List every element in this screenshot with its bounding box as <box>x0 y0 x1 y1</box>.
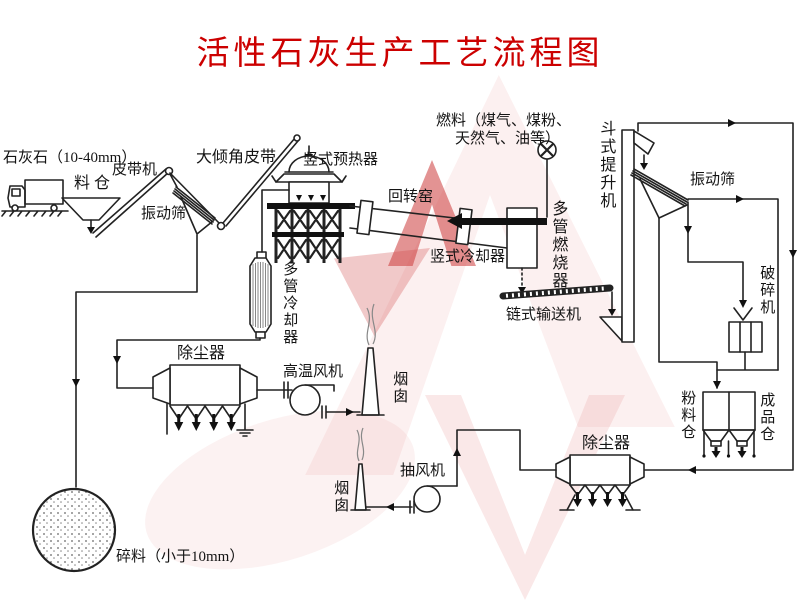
label-rotary-kiln: 回转窑 <box>388 189 434 205</box>
label-vertical-cooler: 竖式冷却器 <box>430 249 506 265</box>
fuel-valve-icon <box>540 143 554 157</box>
feed-hopper <box>61 197 121 234</box>
label-dust-collector-1: 除尘器 <box>177 345 226 362</box>
label-chimney-1: 烟囱 <box>391 371 408 405</box>
smoke-icon <box>366 303 376 346</box>
label-crusher: 破碎机 <box>758 265 775 316</box>
label-vibrating-screen-2: 振动筛 <box>690 172 736 188</box>
label-product-silo: 成品仓 <box>758 392 775 443</box>
label-powder-silo: 粉料仓 <box>679 390 696 441</box>
label-dust-collector-2: 除尘器 <box>582 435 631 452</box>
page-title: 活性石灰生产工艺流程图 <box>196 36 604 72</box>
chain-conveyor <box>499 284 616 316</box>
label-chain-conveyor: 链式输送机 <box>506 307 582 323</box>
flow-lines <box>72 119 797 488</box>
multi-tube-cooler <box>249 251 272 339</box>
label-incline-belt: 大倾角皮带 <box>196 149 277 166</box>
exhaust-fan <box>362 485 458 514</box>
crushed-material-ball <box>31 487 117 573</box>
label-limestone: 石灰石（10-40mm） <box>3 150 137 166</box>
chimney-2 <box>350 427 371 511</box>
dust-collector-1 <box>152 364 258 437</box>
label-bucket-elevator: 斗式提升机 <box>597 120 615 210</box>
chimney-1 <box>356 303 385 416</box>
label-vibrating-screen-1: 振动筛 <box>141 206 187 222</box>
label-exhaust-fan: 抽风机 <box>400 463 446 479</box>
burner-lance <box>447 140 557 229</box>
label-burner: 多管燃烧器 <box>549 200 567 290</box>
vibrating-screen-2 <box>630 168 689 219</box>
vibrating-screen-1 <box>172 186 216 235</box>
incline-belt <box>216 134 301 231</box>
label-preheater: 竖式预热器 <box>303 152 379 168</box>
label-crushed-material: 碎料（小于10mm） <box>116 549 245 565</box>
label-multi-tube-cooler: 多管冷却器 <box>281 261 298 346</box>
dust-collector-2 <box>555 454 645 511</box>
ht-fan <box>256 381 361 419</box>
label-feed-silo: 料 仓 <box>74 175 111 192</box>
label-chimney-2: 烟囱 <box>332 480 349 514</box>
ground-symbol-icon <box>236 403 254 437</box>
label-fuel-line2: 天然气、油等） <box>455 131 561 147</box>
truck-icon <box>1 179 69 217</box>
preheater <box>267 145 355 263</box>
label-belt-conveyor: 皮带机 <box>112 162 158 178</box>
label-fuel-line1: 燃料（煤气、煤粉、 <box>436 113 572 129</box>
silos <box>702 391 756 458</box>
bucket-elevator <box>599 129 655 343</box>
label-ht-fan: 高温风机 <box>283 364 344 380</box>
smoke-icon <box>356 427 365 462</box>
